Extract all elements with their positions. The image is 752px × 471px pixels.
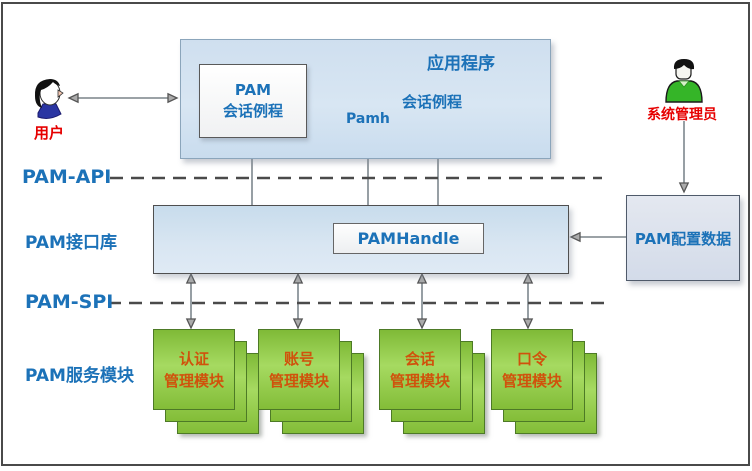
pam-config-box: PAM配置数据 <box>626 195 740 281</box>
module-line2: 管理模块 <box>501 371 562 390</box>
module-line2: 管理模块 <box>389 371 450 390</box>
user-icon <box>34 79 64 119</box>
module-box-auth: 认证 管理模块 <box>153 329 235 410</box>
module-line1: 认证 <box>178 349 209 368</box>
module-box-session: 会话 管理模块 <box>379 329 461 410</box>
pamhandle-box: PAMHandle <box>333 223 484 254</box>
module-line1: 口令 <box>516 349 547 368</box>
module-box-account: 账号 管理模块 <box>258 329 340 410</box>
user-label: 用户 <box>34 124 65 142</box>
module-stack-account: 账号 管理模块 <box>258 329 364 434</box>
module-stack-session: 会话 管理模块 <box>379 329 485 434</box>
admin-icon <box>665 59 703 103</box>
module-stack-auth: 认证 管理模块 <box>153 329 259 434</box>
pam-spi-label: PAM-SPI <box>25 291 114 313</box>
pam-modules-label: PAM服务模块 <box>25 366 134 386</box>
module-line2: 管理模块 <box>163 371 224 390</box>
application-title: 应用程序 <box>427 54 495 74</box>
pam-session-routine-line1: PAM <box>234 81 272 99</box>
pam-api-label: PAM-API <box>22 166 112 188</box>
module-line1: 会话 <box>404 349 435 368</box>
pam-session-routine-box: PAM 会话例程 <box>199 64 307 138</box>
pamh-label: Pamh <box>346 111 390 127</box>
admin-label: 系统管理员 <box>647 107 717 123</box>
pam-lib-label: PAM接口库 <box>25 233 117 253</box>
module-line1: 账号 <box>283 349 314 368</box>
module-line2: 管理模块 <box>268 371 329 390</box>
module-stack-password: 口令 管理模块 <box>491 329 597 434</box>
pam-session-routine-line2: 会话例程 <box>222 102 283 120</box>
module-box-password: 口令 管理模块 <box>491 329 573 410</box>
session-routine-label: 会话例程 <box>402 93 463 111</box>
